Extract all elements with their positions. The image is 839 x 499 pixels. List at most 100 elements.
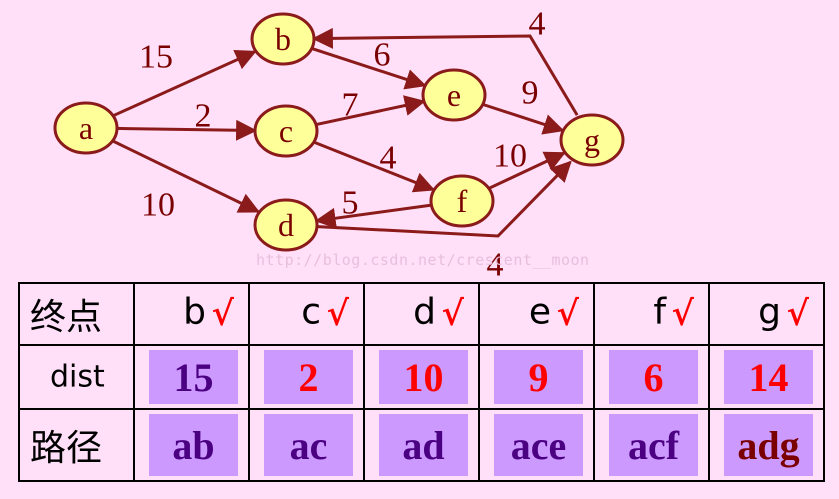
edge-e-g xyxy=(481,102,565,135)
check-mark-d: √ xyxy=(441,294,464,334)
node-label-d: d xyxy=(278,207,294,243)
edge-weight-g-b: 4 xyxy=(529,6,546,43)
node-circle-c xyxy=(253,104,319,158)
path-value-f: acf xyxy=(609,414,698,476)
node-circle-g xyxy=(559,113,625,167)
edge-g-b xyxy=(311,27,579,116)
check-mark-c: √ xyxy=(326,294,349,334)
edge-weight-a-b: 15 xyxy=(139,39,173,76)
edges-layer xyxy=(111,27,579,238)
vertex-name-g: g xyxy=(758,291,781,333)
node-a: a xyxy=(53,101,119,155)
path-row-label: 路径 xyxy=(30,428,103,469)
edge-weight-a-c: 2 xyxy=(195,98,212,135)
dist-value-d: 10 xyxy=(379,350,468,404)
dist-value-e: 9 xyxy=(494,350,583,404)
vertex-cell-c: c√ xyxy=(248,282,365,346)
edge-a-d xyxy=(111,139,260,213)
node-d: d xyxy=(253,198,319,252)
nodes-layer: a b c d e f g xyxy=(53,12,625,252)
node-label-e: e xyxy=(447,77,461,113)
path-cell-g: adg xyxy=(708,408,825,482)
vertex-name-c: c xyxy=(301,291,321,333)
edge-weight-f-d: 5 xyxy=(342,185,359,222)
dist-cell-g: 14 xyxy=(708,344,825,410)
edge-weight-d-g: 4 xyxy=(487,247,504,283)
node-label-f: f xyxy=(457,183,468,219)
path-cell-c: ac xyxy=(248,408,365,482)
path-cell-e: ace xyxy=(478,408,595,482)
dist-cell-f: 6 xyxy=(593,344,710,410)
node-b: b xyxy=(250,12,316,66)
path-value-c: ac xyxy=(264,414,353,476)
node-circle-b xyxy=(250,12,316,66)
vertex-name-e: e xyxy=(528,291,551,333)
vertex-row-header: 终点 xyxy=(18,282,135,346)
dist-cell-c: 2 xyxy=(248,344,365,410)
path-cell-b: ab xyxy=(133,408,250,482)
node-circle-f xyxy=(429,174,495,228)
dist-row-label: dist xyxy=(50,359,105,395)
watermark: http://blog.csdn.net/crescent__moon xyxy=(256,251,590,269)
vertex-row: 终点 b√c√d√e√f√g√ xyxy=(18,282,825,346)
vertex-cell-f: f√ xyxy=(593,282,710,346)
vertex-name-f: f xyxy=(653,291,666,333)
dist-row-header: dist xyxy=(18,344,135,410)
node-e: e xyxy=(421,68,487,122)
vertex-name-b: b xyxy=(183,291,206,333)
node-circle-e xyxy=(421,68,487,122)
node-circle-d xyxy=(253,198,319,252)
path-cell-f: acf xyxy=(593,408,710,482)
node-f: f xyxy=(429,174,495,228)
edge-weight-b-e: 6 xyxy=(374,37,391,74)
edge-weight-a-d: 10 xyxy=(141,187,175,224)
edge-d-g xyxy=(314,160,572,238)
vertex-row-label: 终点 xyxy=(30,297,103,338)
check-mark-g: √ xyxy=(786,294,809,334)
dist-value-b: 15 xyxy=(149,350,238,404)
edge-a-b xyxy=(111,49,257,118)
edge-c-e xyxy=(314,95,426,127)
vertex-cell-b: b√ xyxy=(133,282,250,346)
edge-c-f xyxy=(312,140,436,193)
edge-a-c xyxy=(114,119,258,141)
node-label-a: a xyxy=(79,110,93,146)
edge-b-e xyxy=(310,46,427,90)
vertex-name-d: d xyxy=(413,291,436,333)
edge-f-d xyxy=(314,203,434,229)
node-label-g: g xyxy=(584,122,600,158)
check-mark-e: √ xyxy=(556,294,579,334)
path-value-g: adg xyxy=(724,414,813,476)
node-g: g xyxy=(559,113,625,167)
vertex-cell-g: g√ xyxy=(708,282,825,346)
edge-weight-c-e: 7 xyxy=(342,87,359,124)
node-c: c xyxy=(253,104,319,158)
check-mark-f: √ xyxy=(671,294,694,334)
edge-weight-c-f: 4 xyxy=(380,140,397,177)
edge-weight-f-g: 10 xyxy=(493,138,527,175)
vertex-cell-e: e√ xyxy=(478,282,595,346)
path-cell-d: ad xyxy=(363,408,480,482)
dist-value-c: 2 xyxy=(264,350,353,404)
node-circle-a xyxy=(53,101,119,155)
dist-cell-d: 10 xyxy=(363,344,480,410)
dist-cell-e: 9 xyxy=(478,344,595,410)
path-value-e: ace xyxy=(494,414,583,476)
vertex-cell-d: d√ xyxy=(363,282,480,346)
edge-f-g xyxy=(487,151,566,191)
dist-value-g: 14 xyxy=(724,350,813,404)
edge-weight-e-g: 9 xyxy=(522,75,539,112)
path-value-b: ab xyxy=(149,414,238,476)
path-row-header: 路径 xyxy=(18,408,135,482)
path-value-d: ad xyxy=(379,414,468,476)
check-mark-b: √ xyxy=(211,294,234,334)
node-label-c: c xyxy=(279,113,293,149)
dist-value-f: 6 xyxy=(609,350,698,404)
node-label-b: b xyxy=(275,21,291,57)
dist-cell-b: 15 xyxy=(133,344,250,410)
